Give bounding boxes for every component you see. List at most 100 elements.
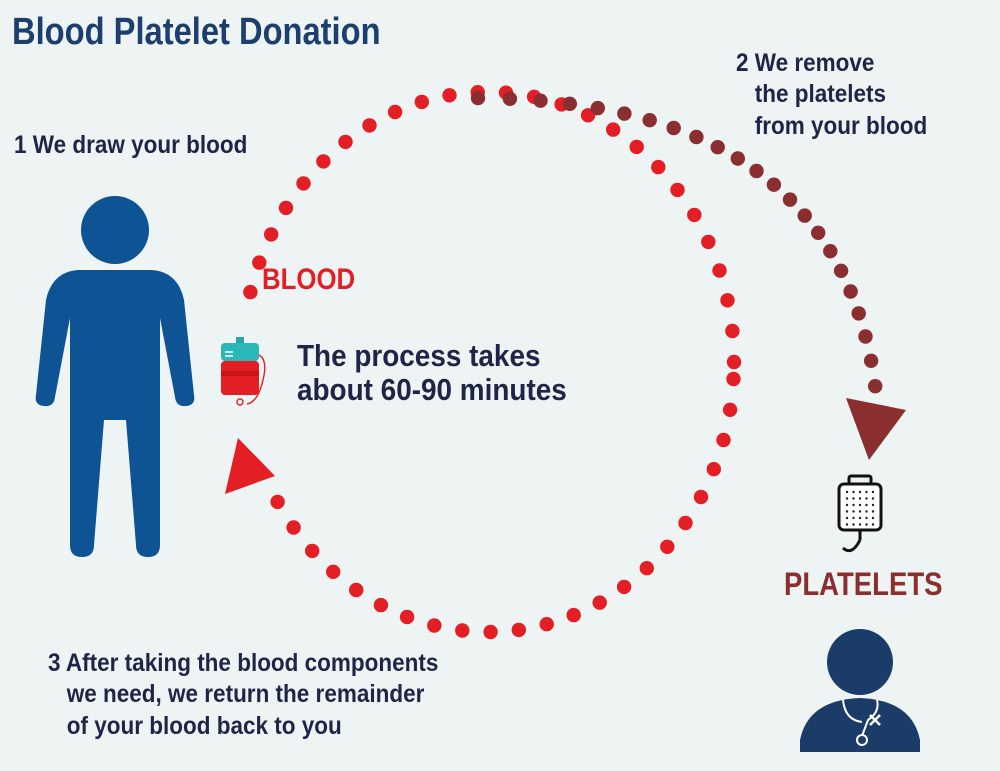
- platelet-bag-dot: [858, 497, 862, 500]
- platelet-arrow-dot: [833, 263, 849, 278]
- blood-label: BLOOD: [262, 263, 356, 296]
- blood-cycle-dot: [566, 607, 581, 623]
- platelet-arrow-dot: [868, 379, 883, 394]
- platelet-bag-dot: [845, 503, 849, 507]
- blood-cycle-dot: [716, 432, 731, 448]
- platelet-arrow-dots: [470, 90, 883, 394]
- blood-cycle-dots: [243, 85, 742, 640]
- platelet-bag-dot: [845, 497, 849, 500]
- blood-cycle-dot: [539, 617, 554, 632]
- platelet-bag-dot: [865, 503, 868, 507]
- blood-cycle-dot: [399, 609, 415, 625]
- platelet-bag-icon: [837, 474, 883, 553]
- platelet-bag-dot: [845, 490, 849, 494]
- blood-cycle-dot: [651, 159, 666, 175]
- platelet-arrow-dot: [533, 93, 548, 108]
- nurse-icon: [800, 629, 920, 752]
- blood-cycle-dot: [483, 624, 498, 640]
- page-title: Blood Platelet Donation: [12, 11, 381, 53]
- platelet-bag-dot: [852, 510, 855, 513]
- platelet-bag-dot: [858, 516, 862, 520]
- platelet-bag-dot: [865, 510, 868, 513]
- step-2-text: 2 We remove the platelets from your bloo…: [736, 49, 928, 140]
- blood-cycle-dot: [414, 94, 429, 110]
- platelet-bag-dot: [852, 516, 855, 520]
- platelet-bag-dot: [858, 523, 862, 526]
- blood-cycle-dot: [305, 543, 320, 559]
- blood-cycle-dot: [278, 200, 294, 216]
- platelet-bag-dot: [871, 510, 875, 513]
- blood-cycle-dot: [511, 622, 526, 638]
- platelet-arrow-dot: [858, 329, 873, 344]
- blood-cycle-dot: [286, 520, 301, 535]
- platelet-bag-dot: [871, 497, 875, 500]
- return-arrowhead: [225, 438, 275, 494]
- platelet-arrow-dot: [502, 91, 518, 107]
- blood-cycle-dot: [670, 182, 685, 198]
- blood-cycle-dot: [722, 402, 738, 417]
- platelet-arrowhead: [846, 398, 906, 460]
- blood-cycle-dot: [606, 122, 621, 137]
- platelet-arrow-dot: [843, 284, 858, 299]
- platelet-bag-dot: [865, 497, 868, 500]
- platelet-bag-dot: [845, 516, 849, 520]
- blood-cycle-dot: [387, 104, 403, 120]
- blood-cycle-dot: [455, 623, 470, 638]
- platelet-bag-dot: [865, 523, 868, 526]
- blood-cycle-dot: [252, 255, 267, 270]
- platelet-bag-dot: [845, 510, 849, 513]
- platelet-bag-dot: [858, 490, 862, 494]
- platelet-bag-dot: [845, 523, 849, 526]
- blood-cycle-dot: [362, 118, 377, 133]
- platelet-bag-dot: [871, 490, 875, 494]
- blood-cycle-dot: [373, 597, 389, 613]
- platelet-arrow-dot: [642, 113, 657, 128]
- blood-cycle-dot: [270, 494, 285, 510]
- platelet-bag-dot: [852, 523, 855, 526]
- blood-bag-icon: [221, 337, 266, 406]
- platelet-arrow-dot: [689, 129, 704, 145]
- platelet-arrow-dot: [590, 100, 605, 116]
- platelet-arrow-dot: [811, 225, 826, 240]
- blood-cycle-dot: [264, 227, 279, 242]
- platelet-arrow-dot: [666, 120, 681, 136]
- blood-cycle-dot: [629, 139, 644, 155]
- blood-cycle-dot: [693, 489, 709, 505]
- person-icon: [35, 196, 195, 557]
- platelet-arrow-dot: [766, 177, 782, 192]
- platelet-arrow-dot: [710, 140, 725, 155]
- platelet-bag-dot: [871, 516, 875, 520]
- platelet-bag-dot: [865, 490, 868, 494]
- process-duration-text: The process takes about 60-90 minutes: [297, 338, 567, 408]
- platelet-bag-dot: [852, 490, 855, 494]
- platelet-bag-dot: [852, 503, 855, 507]
- blood-cycle-dot: [725, 323, 740, 339]
- platelet-arrow-dot: [851, 306, 866, 321]
- blood-cycle-dot: [243, 284, 258, 300]
- blood-cycle-dot: [592, 595, 607, 610]
- step-3-text: 3 After taking the blood components we n…: [48, 649, 439, 740]
- platelet-arrow-dot: [797, 208, 812, 223]
- platelet-arrow-dot: [617, 106, 632, 121]
- blood-cycle-dot: [349, 582, 364, 598]
- blood-cycle-dot: [639, 561, 654, 576]
- platelet-bag-dot: [858, 503, 862, 507]
- blood-cycle-dot: [706, 462, 721, 477]
- platelet-bag-dot: [871, 523, 875, 526]
- platelet-arrow-dot: [562, 96, 577, 112]
- blood-cycle-dot: [427, 618, 442, 633]
- platelet-bag-dot: [858, 510, 862, 513]
- platelet-bag-dot: [865, 516, 868, 520]
- step-1-text: 1 We draw your blood: [14, 131, 248, 159]
- platelet-arrow-dot: [782, 192, 798, 207]
- blood-cycle-dot: [616, 579, 632, 595]
- blood-cycle-dot: [678, 515, 693, 531]
- platelets-label: PLATELETS: [784, 566, 943, 602]
- blood-cycle-dot: [720, 293, 735, 308]
- blood-cycle-dot: [712, 263, 727, 278]
- blood-cycle-dot: [338, 134, 353, 150]
- blood-cycle-dot: [701, 234, 716, 250]
- blood-cycle-dot: [442, 88, 457, 103]
- platelet-arrow-dot: [823, 244, 838, 259]
